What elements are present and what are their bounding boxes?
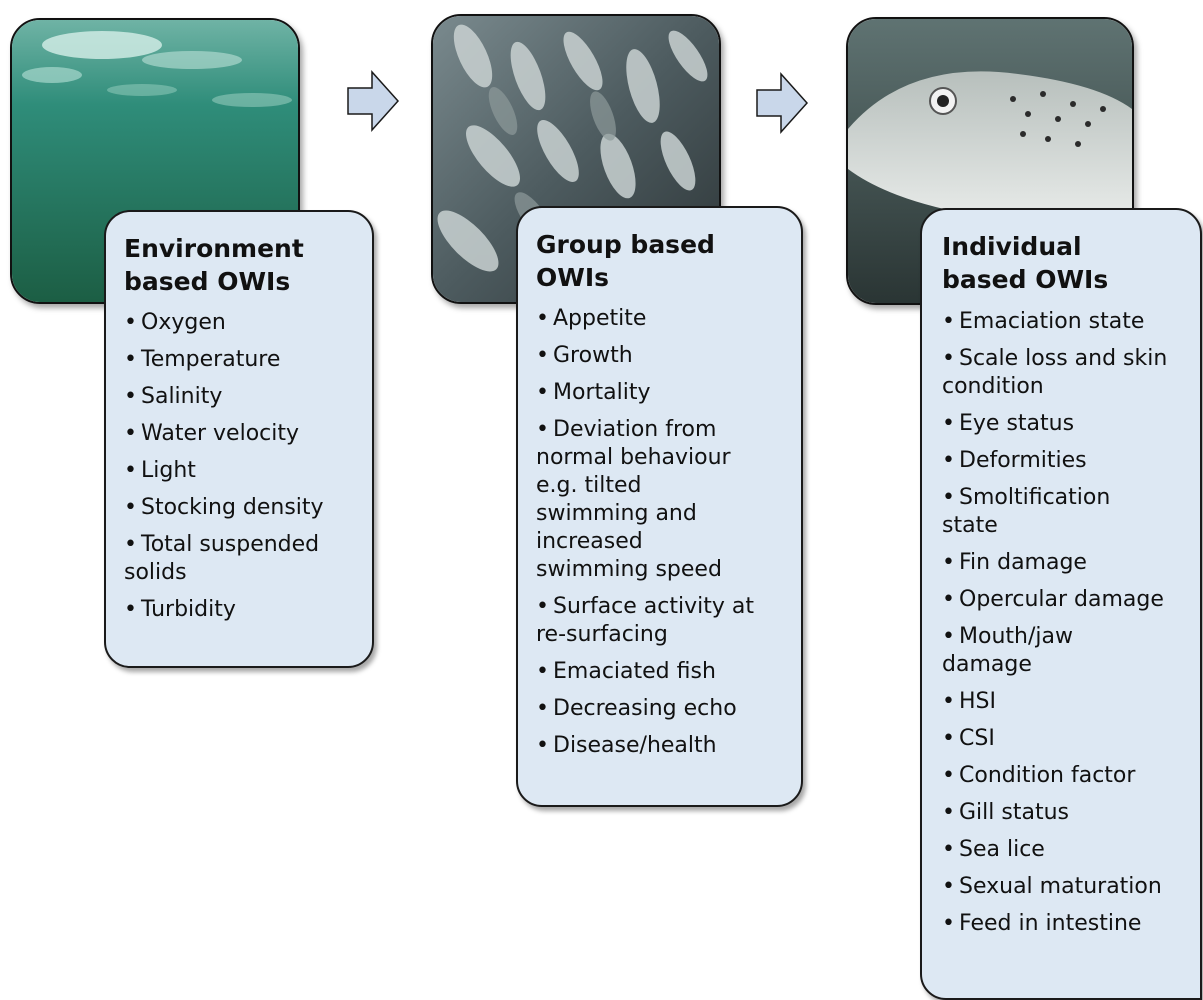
bullet-icon: •	[124, 597, 137, 622]
owi-list-item: •Disease/health	[536, 733, 717, 758]
owi-list-item: •Oxygen	[124, 310, 226, 335]
bullet-icon: •	[536, 594, 549, 619]
owi-list-item: •Salinity	[124, 384, 223, 409]
owi-list-item: •Decreasing echo	[536, 696, 737, 721]
bullet-icon: •	[942, 874, 955, 899]
bullet-icon: •	[124, 310, 137, 335]
owi-list-item: •Turbidity	[124, 597, 236, 622]
owi-list-item: •Stocking density	[124, 495, 324, 520]
card-title: Environment based OWIs	[124, 234, 304, 296]
bullet-icon: •	[124, 458, 137, 483]
right-arrow-2	[756, 72, 809, 134]
owi-list-item: •Temperature	[124, 347, 281, 372]
owi-list-item: •Emaciation state	[942, 309, 1145, 334]
owi-list: •Appetite •Growth •Mortality •Deviation fro…	[536, 305, 791, 760]
bullet-icon: •	[124, 421, 137, 446]
bullet-icon: •	[536, 696, 549, 721]
owi-list-item: •Opercular damage	[942, 587, 1164, 612]
bullet-icon: •	[536, 306, 549, 331]
owi-list-item: •Sea lice	[942, 837, 1045, 862]
bullet-icon: •	[942, 411, 955, 436]
environment-owi-card: Environment based OWIs •Oxygen •Temperatu…	[104, 210, 374, 668]
bullet-icon: •	[942, 485, 955, 510]
owi-list-item: •Sexual maturation	[942, 874, 1162, 899]
bullet-icon: •	[942, 346, 955, 371]
bullet-icon: •	[536, 417, 549, 442]
owi-list-item: •CSI	[942, 726, 995, 751]
owi-list-item: •Fin damage	[942, 550, 1087, 575]
bullet-icon: •	[942, 550, 955, 575]
bullet-icon: •	[942, 689, 955, 714]
bullet-icon: •	[942, 837, 955, 862]
bullet-icon: •	[124, 347, 137, 372]
bullet-icon: •	[942, 309, 955, 334]
bullet-icon: •	[942, 911, 955, 936]
bullet-icon: •	[942, 587, 955, 612]
owi-list-item: •Appetite	[536, 306, 647, 331]
owi-list-item: •Emaciated fish	[536, 659, 716, 684]
bullet-icon: •	[536, 343, 549, 368]
card-title: Individual based OWIs	[942, 232, 1109, 294]
bullet-icon: •	[124, 495, 137, 520]
owi-list-item: •Mortality	[536, 380, 651, 405]
owi-list-item: •Eye status	[942, 411, 1075, 436]
owi-list-item: •Condition factor	[942, 763, 1136, 788]
group-owi-card: Group based OWIs •Appetite •Growth •Mortal…	[516, 206, 803, 807]
bullet-icon: •	[942, 800, 955, 825]
bullet-icon: •	[536, 733, 549, 758]
owi-list-item: •Deformities	[942, 448, 1087, 473]
individual-owi-card: Individual based OWIs •Emaciation state•…	[920, 208, 1202, 1000]
owi-list-item: •Water velocity	[124, 421, 300, 446]
bullet-icon: •	[536, 659, 549, 684]
owi-list-item: •Gill status	[942, 800, 1069, 825]
right-arrow-1	[347, 70, 400, 132]
bullet-icon: •	[124, 532, 137, 557]
owi-list: •Oxygen •Temperature •Salinity •Water veloc…	[124, 309, 358, 624]
owi-list-item: •HSI	[942, 689, 996, 714]
bullet-icon: •	[536, 380, 549, 405]
bullet-icon: •	[942, 763, 955, 788]
owi-list-item: •Growth	[536, 343, 633, 368]
bullet-icon: •	[942, 726, 955, 751]
bullet-icon: •	[124, 384, 137, 409]
owi-list-item: •Light	[124, 458, 196, 483]
bullet-icon: •	[942, 624, 955, 649]
owi-list-item: •Feed in intestine	[942, 911, 1142, 936]
card-title: Group based OWIs	[536, 230, 715, 292]
bullet-icon: •	[942, 448, 955, 473]
